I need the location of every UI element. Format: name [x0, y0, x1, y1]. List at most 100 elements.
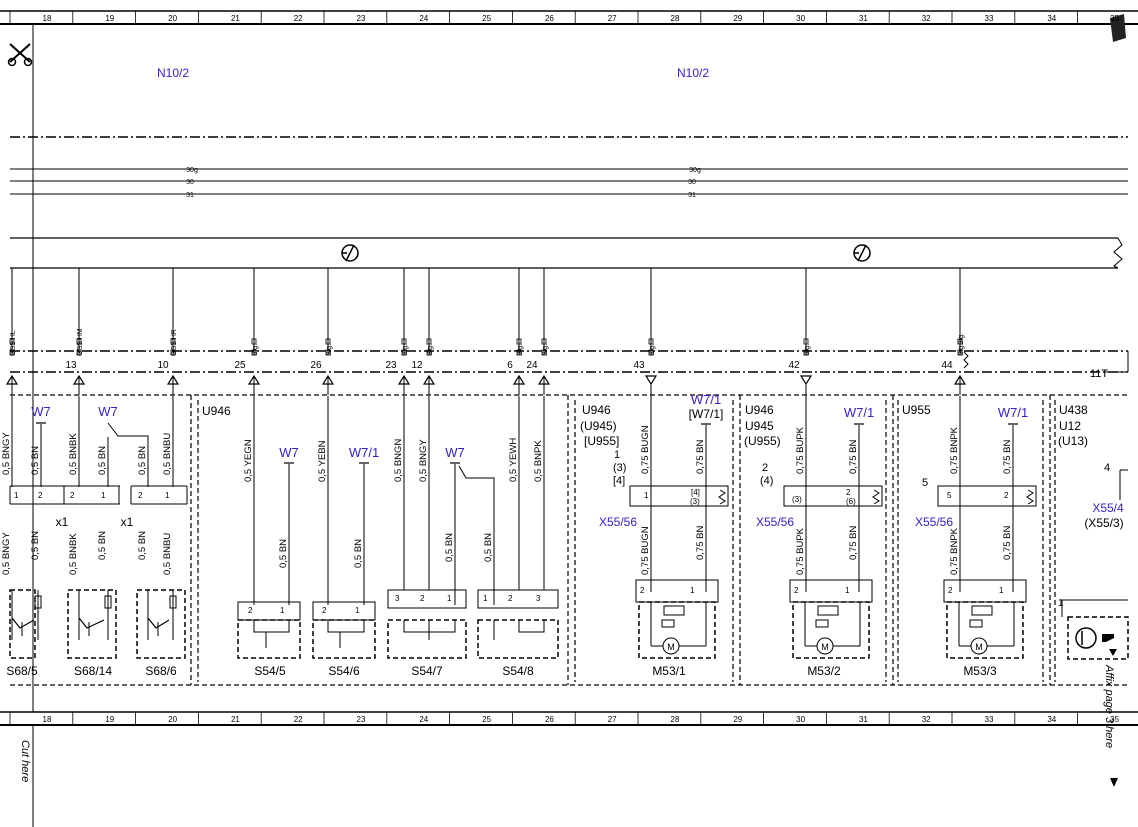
ruler-column-number: 33: [985, 14, 994, 23]
wire-color-code: 0,5 BN: [97, 531, 108, 560]
arrow-down-icon: [1110, 778, 1118, 787]
pin-number: 26: [310, 360, 322, 371]
group-pin: 5: [922, 477, 928, 489]
signal-label: Sig.: [958, 344, 965, 356]
switch-pin: 1: [355, 606, 360, 615]
motor-connector: [789, 579, 873, 603]
signal-label: Sig.: [542, 344, 549, 356]
module-label: N10/2: [677, 66, 709, 80]
ruler-column-number: 23: [357, 715, 366, 724]
signal-label: GSS HL: [10, 330, 17, 356]
wire-color-code: 0,5 BN: [30, 446, 41, 475]
switch-housing: [237, 619, 301, 659]
signal-label: Sig.: [649, 344, 656, 356]
pin-number: 43: [633, 360, 645, 371]
ruler-column-number: 25: [482, 14, 491, 23]
switch-housing: [136, 589, 186, 659]
hand-pointer-icon: [1102, 634, 1114, 642]
ruler-column-number: 33: [985, 715, 994, 724]
pin-contact: [325, 349, 331, 356]
connector-label: X55/56: [915, 515, 953, 529]
group-label: (U955): [744, 434, 781, 448]
bus-label: 30g: [186, 167, 198, 174]
bus-label: 31: [688, 192, 696, 199]
pin-contact: [401, 338, 407, 345]
ruler-column-number: 27: [608, 14, 617, 23]
pin-contact: [957, 349, 963, 356]
ruler-column-number: 19: [105, 14, 114, 23]
ground-branch: [107, 422, 149, 448]
wire-color-code: 0,75 BNPK: [949, 426, 960, 474]
switch-contact: [147, 617, 170, 629]
pin-contact: [803, 338, 809, 345]
motor-housing: [792, 601, 870, 659]
motor-pin: 2: [794, 586, 799, 595]
connector-label: (X55/3): [1084, 516, 1123, 530]
wire-color-code: 0,75 BN: [1002, 440, 1013, 474]
bus-label: 30: [186, 179, 194, 186]
switch-connector: [312, 601, 376, 621]
motor-letter: M: [821, 642, 829, 652]
signal-label: Sig.: [958, 333, 965, 345]
pin-contact: [9, 338, 15, 345]
group-label: U12: [1059, 419, 1081, 433]
pin-contact: [648, 338, 654, 345]
group-label: U955: [902, 403, 931, 417]
pin-label-11t: 11T: [1090, 368, 1108, 380]
switch-connector: [387, 589, 467, 609]
motor-pin: 2: [640, 586, 645, 595]
switch-pin: 1: [447, 594, 452, 603]
pin-contact: [76, 338, 82, 345]
right-component-housing: [1067, 616, 1129, 660]
module-label: N10/2: [157, 66, 189, 80]
resistor: [34, 595, 42, 609]
scissors-handle: [23, 57, 33, 67]
connector-pin: 5: [947, 491, 952, 500]
ground-symbol-stroke: [857, 244, 867, 262]
ground-ref-label: W7: [31, 404, 51, 419]
connector-pin: 1: [14, 491, 19, 500]
pin-contact: [541, 349, 547, 356]
pin-contact: [516, 338, 522, 345]
switch-pin: 2: [420, 594, 425, 603]
switch-pin: 2: [322, 606, 327, 615]
connector-pin: (3): [792, 495, 802, 504]
pin-contact: [516, 349, 522, 356]
switch-housing: [312, 619, 376, 659]
wire-color-code: 0,5 BNBU: [162, 533, 173, 575]
switch-contact: [78, 617, 105, 629]
pin-contact: [541, 338, 547, 345]
pin-number: 42: [788, 360, 800, 371]
pin-contact: [251, 338, 257, 345]
switch-contact: [253, 620, 290, 633]
wire-color-code: 0,75 BUGN: [640, 526, 651, 575]
break-mark: [872, 489, 880, 505]
group-label: U438: [1059, 403, 1088, 417]
ruler-column-number: 28: [671, 715, 680, 724]
motor-sensor: [817, 605, 839, 616]
group-label: U945: [745, 419, 774, 433]
bus-label: 30: [688, 179, 696, 186]
pin-number: 44: [941, 360, 953, 371]
ruler-column-number: 35: [1110, 14, 1119, 23]
ruler-column-number: 28: [671, 14, 680, 23]
group-label: U946: [745, 403, 774, 417]
connector-pin: 1: [644, 491, 649, 500]
component-label: S68/14: [74, 664, 112, 678]
switch-housing: [477, 619, 559, 659]
switch-pin: 3: [395, 594, 400, 603]
connector-pin: 1: [101, 491, 106, 500]
switch-connector: [477, 589, 559, 609]
direction-out-icon: [644, 375, 658, 386]
ruler-column-number: 32: [922, 715, 931, 724]
direction-out-icon: [799, 375, 813, 386]
wire-color-code: 0,5 BN: [353, 539, 364, 568]
ruler-column-number: 26: [545, 715, 554, 724]
pin-contact: [325, 338, 331, 345]
ruler-column-number: 31: [859, 715, 868, 724]
connector-label: X55/4: [1092, 501, 1124, 515]
ruler-column-number: 23: [357, 14, 366, 23]
switch-contact: [518, 620, 545, 633]
connector-pin: 1: [165, 491, 170, 500]
